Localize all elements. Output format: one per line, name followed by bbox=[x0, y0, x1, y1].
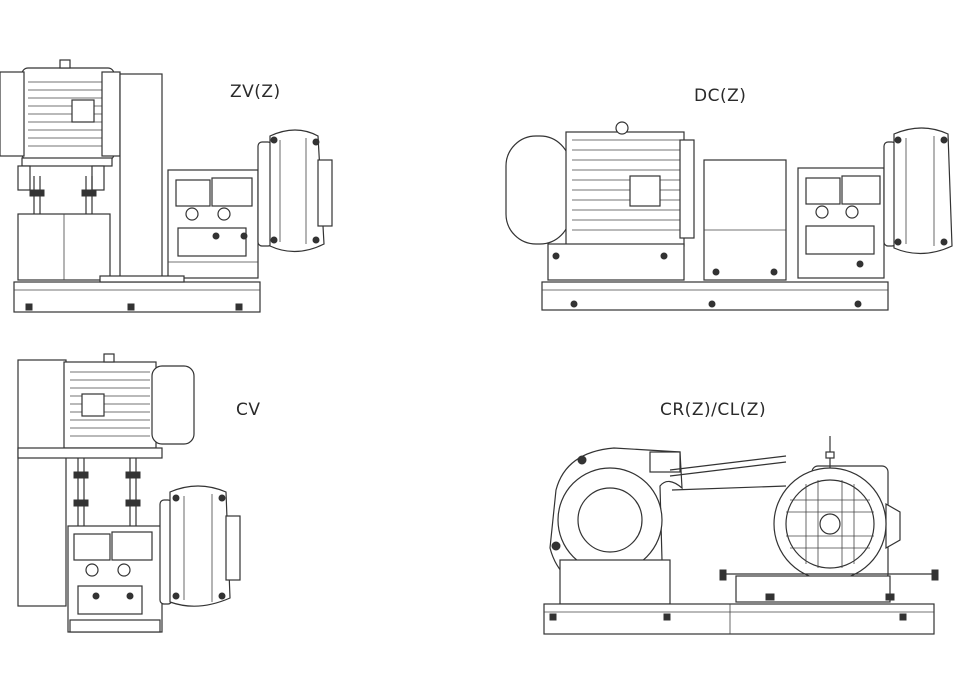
dc-label: DC(Z) bbox=[694, 86, 747, 106]
zv-pump-casing bbox=[257, 129, 333, 253]
zv-pump-drawing bbox=[0, 59, 333, 313]
zv-pump-body bbox=[167, 169, 259, 279]
cr-motor bbox=[773, 436, 901, 581]
dc-motor bbox=[505, 121, 695, 247]
zv-label: ZV(Z) bbox=[230, 82, 281, 102]
cr-cl-label: CR(Z)/CL(Z) bbox=[660, 400, 767, 420]
cv-motor bbox=[63, 353, 195, 449]
zv-motor bbox=[0, 59, 121, 161]
cv-pump-drawing bbox=[17, 353, 241, 633]
dc-pump-drawing bbox=[505, 121, 953, 311]
dc-pump-body bbox=[797, 167, 885, 279]
cr-pump-casing bbox=[549, 447, 683, 591]
cr-cl-pump-drawing bbox=[543, 436, 939, 635]
dc-pump-casing bbox=[883, 127, 953, 255]
cv-pump-body bbox=[67, 525, 163, 633]
cv-pump-casing bbox=[159, 485, 241, 607]
cv-label: CV bbox=[236, 400, 261, 420]
